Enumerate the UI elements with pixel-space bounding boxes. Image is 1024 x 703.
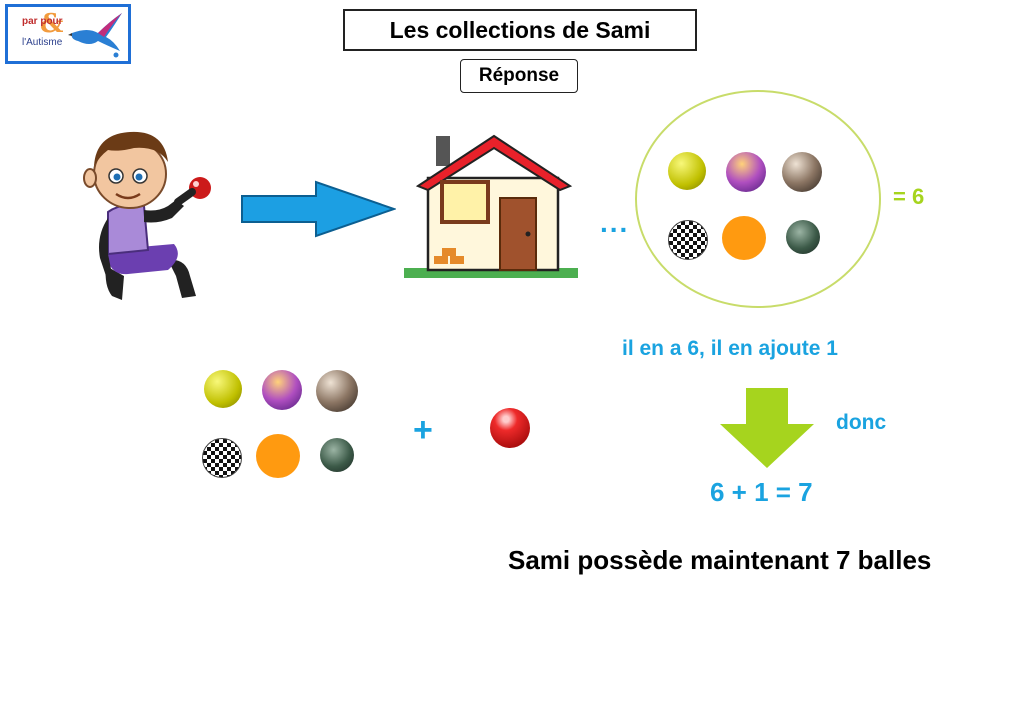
ball-stone <box>316 370 358 412</box>
ball-green-circuit <box>786 220 820 254</box>
ball-checkered <box>202 438 242 478</box>
collection-circle <box>635 90 881 308</box>
ellipsis-text: ... <box>600 207 630 238</box>
ball-green-circuit <box>320 438 354 472</box>
explanation-text: il en a 6, il en ajoute 1 <box>622 337 838 360</box>
logo-ampersand: & <box>40 9 64 39</box>
answer-label: Réponse <box>460 59 578 93</box>
boy-icon <box>83 131 211 300</box>
hummingbird-icon <box>68 13 122 58</box>
therefore-text: donc <box>836 411 887 434</box>
ball-yellow <box>204 370 242 408</box>
arrow-right-icon <box>241 180 396 238</box>
plus-sign: + <box>413 411 433 449</box>
equation-text: 6 + 1 = 7 <box>710 477 813 507</box>
ball-orange <box>256 434 300 478</box>
logo: & par pour l'Autisme <box>5 4 131 64</box>
ball-stone <box>782 152 822 192</box>
ball-orange <box>722 216 766 260</box>
ball-purple <box>726 152 766 192</box>
collection-total: = 6 <box>893 184 925 209</box>
house-icon <box>404 134 578 278</box>
conclusion-text: Sami possède maintenant 7 balles <box>508 545 932 575</box>
ball-yellow <box>668 152 706 190</box>
logo-line-2: l'Autisme <box>22 37 63 48</box>
page-title: Les collections de Sami <box>343 9 697 51</box>
ball-red <box>490 408 530 448</box>
ball-checkered <box>668 220 708 260</box>
arrow-down-icon <box>720 388 814 468</box>
logo-line-1: par pour <box>22 16 63 27</box>
ball-purple <box>262 370 302 410</box>
